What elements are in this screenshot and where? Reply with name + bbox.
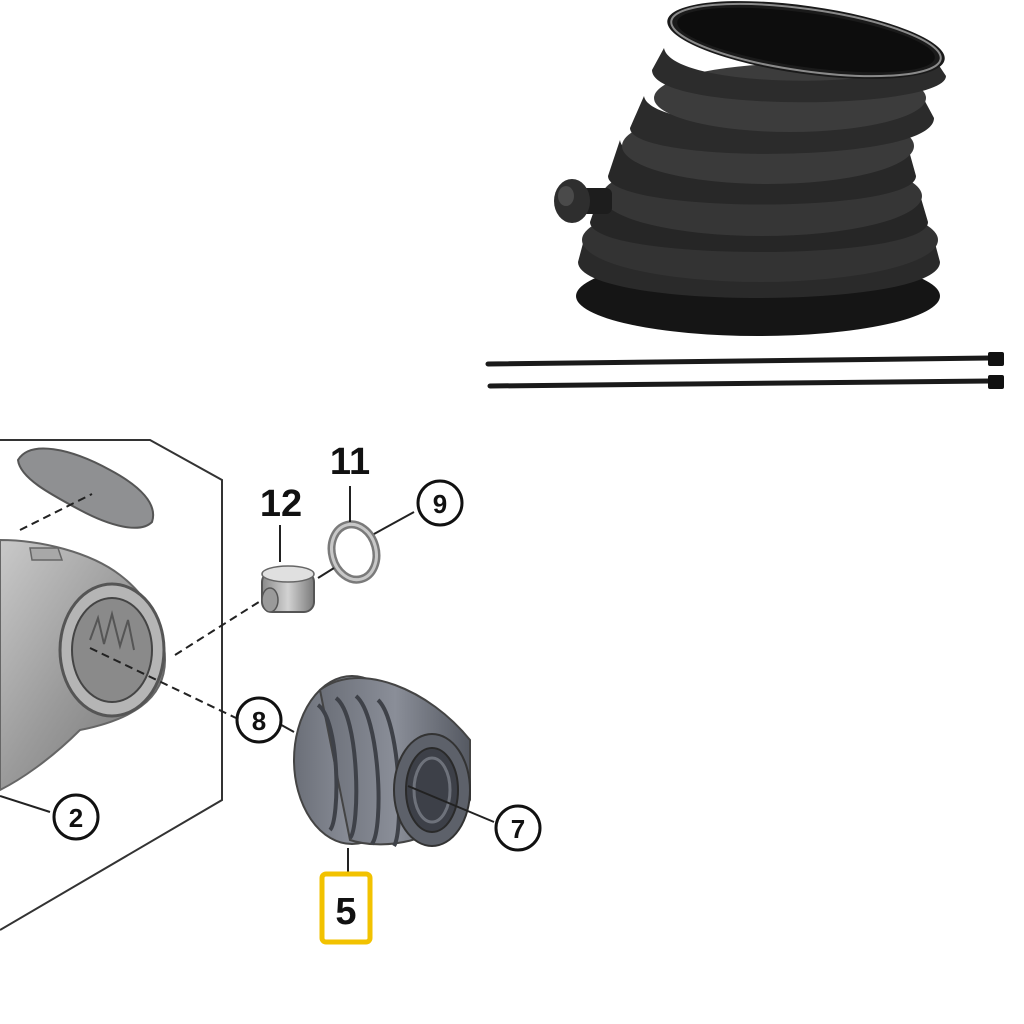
callout-2-label: 2	[69, 803, 83, 833]
callout-5-highlighted: 5	[319, 871, 373, 945]
rubber-boot-part-5	[293, 675, 471, 848]
housing-body-part	[0, 538, 167, 792]
cable-ties	[485, 352, 1004, 389]
housing-cover-part	[16, 447, 155, 531]
callout-7: 7	[494, 804, 542, 852]
highlight-box	[319, 871, 373, 945]
exploded-diagram: 12 11 9 8 7 2 5	[0, 439, 542, 945]
callout-2: 2	[52, 793, 100, 841]
callout-9: 9	[416, 479, 464, 527]
o-ring-part-11	[327, 520, 381, 584]
callout-11: 11	[330, 441, 370, 483]
callout-5-label: 5	[335, 891, 356, 933]
cable-tie	[487, 375, 1004, 389]
assembly-frame	[0, 439, 223, 931]
callout-8: 8	[235, 696, 283, 744]
callout-12: 12	[260, 483, 302, 525]
sleeve-part-12	[261, 565, 315, 613]
product-photo	[485, 1, 1004, 389]
rubber-boot-photo	[554, 1, 946, 336]
callout-9-label: 9	[433, 489, 447, 519]
cable-tie	[485, 352, 1004, 367]
boot-side-nipple	[554, 179, 612, 223]
callout-8-label: 8	[252, 706, 266, 736]
callout-7-label: 7	[511, 814, 525, 844]
